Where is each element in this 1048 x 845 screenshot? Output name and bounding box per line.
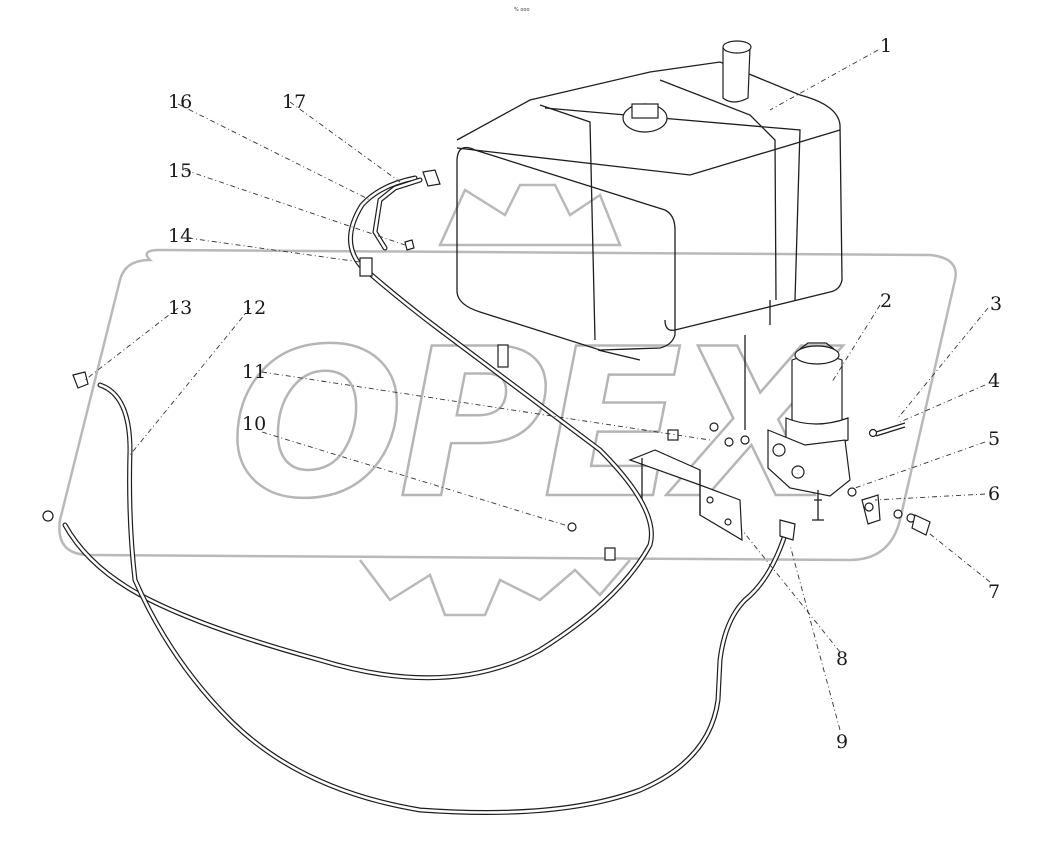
- opex-watermark: OPEX: [58, 183, 957, 617]
- nut-10: [567, 522, 577, 532]
- callout-16: 16: [168, 91, 192, 113]
- mounting-bracket: [628, 335, 746, 542]
- watermark-oval: [58, 248, 957, 562]
- filter-cap: [794, 345, 840, 365]
- washer-7a: [893, 509, 903, 519]
- filter-head: [767, 429, 851, 497]
- tank-front: [456, 146, 676, 351]
- washer-11c: [740, 435, 750, 445]
- fitting-9: [779, 519, 796, 541]
- hose-clip-low: [604, 547, 616, 561]
- callout-9: 9: [836, 731, 848, 753]
- filter-cap-ribs: [799, 342, 835, 350]
- callout-labels: 1 2 3 4 5 6 7 8 9 10 11 12 13 14 15 16 1…: [168, 35, 1002, 753]
- watermark-gear-bottom: [359, 559, 631, 617]
- callout-5: 5: [988, 428, 1000, 450]
- callout-4: 4: [988, 370, 1000, 392]
- watermark-text: OPEX: [230, 306, 844, 544]
- washer-11b: [724, 437, 734, 447]
- leader-lines: [84, 49, 991, 731]
- watermark-gear-top: [438, 183, 622, 247]
- connector-7: [911, 514, 931, 536]
- callout-6: 6: [988, 483, 1000, 505]
- callout-13: 13: [168, 297, 192, 319]
- tank-return-stub: [597, 349, 641, 361]
- fuel-sender-unit: [622, 103, 668, 133]
- clip-15: [404, 239, 415, 251]
- filter-bowl: [791, 354, 843, 427]
- callout-12: 12: [242, 297, 266, 319]
- fuel-filter-assembly: [767, 342, 851, 521]
- fitting-11: [667, 429, 679, 441]
- fittings: [567, 422, 931, 536]
- elbow-17: [422, 169, 441, 187]
- callout-17: 17: [282, 91, 306, 113]
- hose-clip-mid: [497, 344, 509, 368]
- washer-5: [847, 487, 857, 497]
- tank-band-1: [539, 104, 596, 341]
- washer-3: [868, 428, 878, 438]
- filler-neck: [722, 40, 752, 103]
- callout-14: 14: [168, 225, 192, 247]
- tank-top: [456, 61, 843, 331]
- tank-band-3: [659, 79, 777, 301]
- callout-11: 11: [242, 361, 266, 383]
- header-text: % ooo: [514, 7, 530, 13]
- elbow-13: [72, 371, 89, 389]
- tank-top-edge: [456, 129, 841, 176]
- washer-11a: [709, 422, 719, 432]
- bolt-3: [875, 422, 906, 437]
- tank-band-2: [544, 107, 801, 301]
- callout-2: 2: [880, 290, 892, 312]
- callout-8: 8: [836, 648, 848, 670]
- filter-drain: [812, 490, 824, 521]
- callout-7: 7: [988, 581, 1000, 603]
- callout-15: 15: [168, 160, 192, 182]
- callout-10: 10: [242, 413, 266, 435]
- fuel-hoses: [42, 169, 796, 815]
- callout-1: 1: [880, 35, 892, 57]
- fuel-tank: [456, 40, 843, 361]
- callout-3: 3: [990, 293, 1002, 315]
- hose-clip-14: [359, 257, 373, 277]
- hose-end-left: [42, 510, 54, 522]
